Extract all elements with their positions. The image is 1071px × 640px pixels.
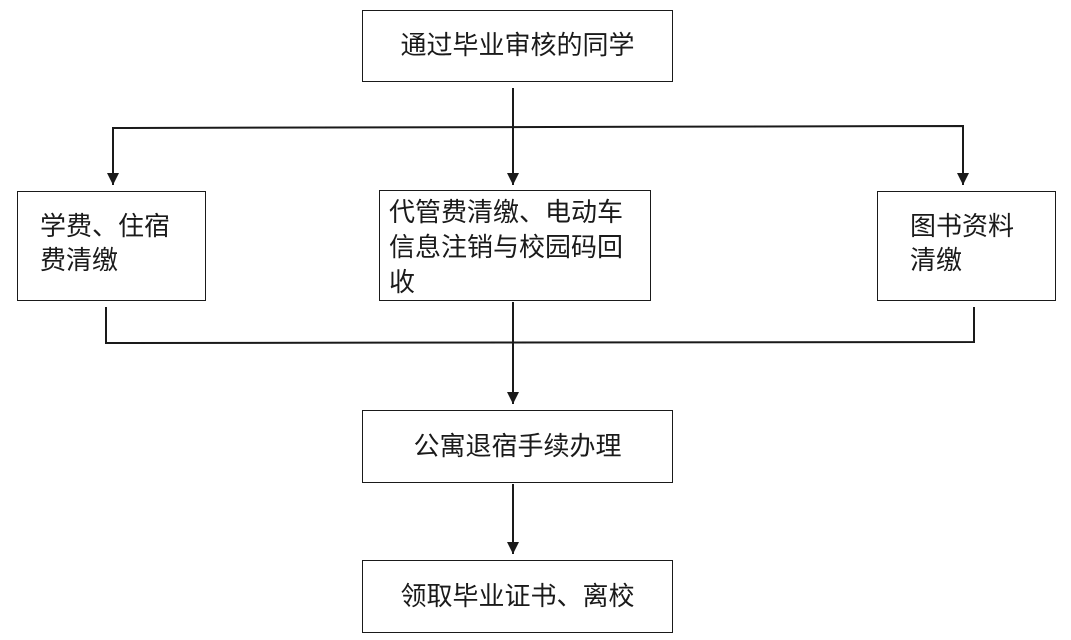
node-label: 通过毕业审核的同学 [400, 31, 635, 61]
connector-merge-bar [105, 307, 975, 345]
node-custody-fee-ebike-campus-code: 代管费清缴、电动车 信息注销与校园码回 收 [379, 190, 651, 301]
node-library-materials-clearance: 图书资料 清缴 [877, 191, 1056, 301]
node-tuition-dorm-fee-clearance: 学费、住宿 费清缴 [17, 191, 206, 301]
node-collect-certificate-leave: 领取毕业证书、离校 [362, 560, 673, 633]
node-apartment-checkout: 公寓退宿手续办理 [362, 410, 673, 483]
node-label: 学费、住宿 费清缴 [40, 212, 171, 276]
node-label: 领取毕业证书、离校 [400, 581, 635, 612]
node-label: 代管费清缴、电动车 信息注销与校园码回 收 [389, 198, 624, 298]
connector-branch-bar [112, 124, 964, 185]
node-label: 公寓退宿手续办理 [413, 431, 622, 462]
node-label: 图书资料 清缴 [910, 212, 1015, 276]
node-graduation-review-passed: 通过毕业审核的同学 [362, 10, 673, 82]
